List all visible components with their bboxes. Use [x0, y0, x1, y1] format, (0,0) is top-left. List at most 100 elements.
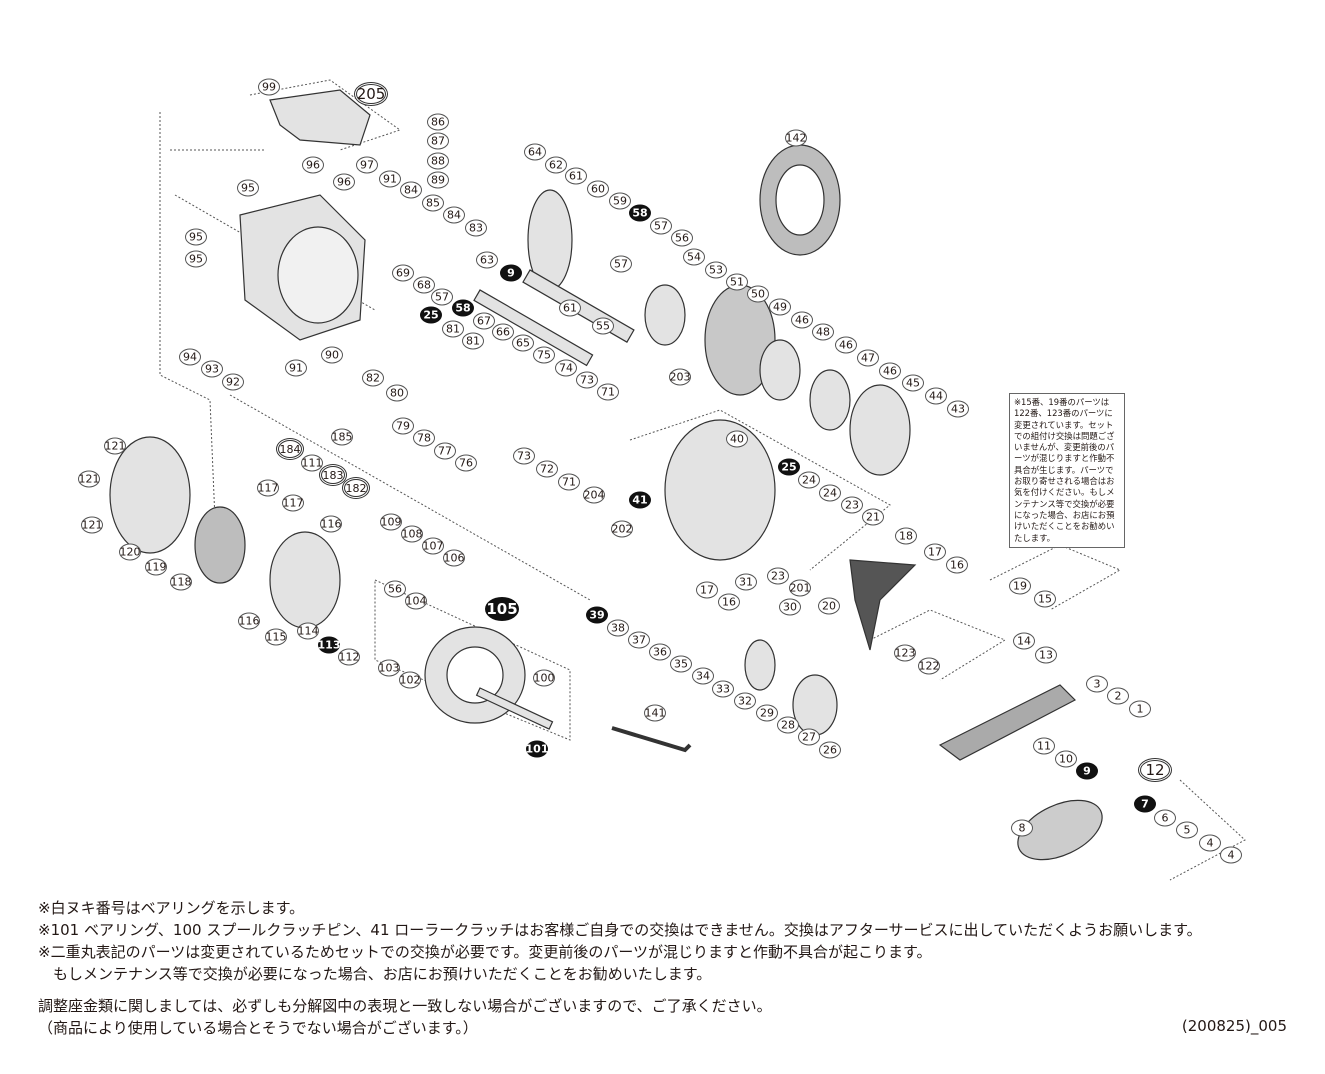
part-label-50: 50 — [747, 285, 769, 303]
part-label-119: 119 — [145, 558, 167, 576]
washer — [809, 369, 851, 431]
brake-unit — [194, 506, 246, 584]
part-label-37: 37 — [628, 631, 650, 649]
part-label-54: 54 — [683, 248, 705, 266]
part-label-13: 13 — [1035, 646, 1057, 664]
part-label-82: 82 — [362, 369, 384, 387]
drag-washer — [849, 384, 911, 476]
part-label-45: 45 — [902, 374, 924, 392]
star-drag-handle — [849, 559, 917, 651]
reference-code: (200825)_005 — [1181, 1017, 1287, 1035]
part-label-79: 79 — [392, 417, 414, 435]
part-label-62: 62 — [545, 156, 567, 174]
part-label-68: 68 — [413, 276, 435, 294]
part-label-204: 204 — [583, 486, 605, 504]
part-label-95: 95 — [185, 250, 207, 268]
washer — [759, 339, 801, 401]
part-label-93: 93 — [201, 360, 223, 378]
part-label-2: 2 — [1107, 687, 1129, 705]
part-label-80: 80 — [386, 384, 408, 402]
parts-change-note: ※15番、19番のパーツは122番、123番のパーツに変更されています。セットで… — [1009, 393, 1125, 548]
part-label-41: 41 — [629, 491, 651, 509]
part-label-67: 67 — [473, 312, 495, 330]
part-label-43: 43 — [947, 400, 969, 418]
part-label-107: 107 — [422, 537, 444, 555]
part-label-16: 16 — [718, 593, 740, 611]
part-label-7: 7 — [1134, 795, 1156, 813]
part-label-16: 16 — [946, 556, 968, 574]
part-label-24: 24 — [798, 471, 820, 489]
part-label-142: 142 — [785, 129, 807, 147]
part-label-17: 17 — [696, 581, 718, 599]
part-label-47: 47 — [857, 349, 879, 367]
part-label-38: 38 — [607, 619, 629, 637]
part-label-97: 97 — [356, 156, 378, 174]
part-label-29: 29 — [756, 704, 778, 722]
note-line: もしメンテナンス等で交換が必要になった場合、お店にお預けいただくことをお勧めいた… — [38, 965, 712, 983]
part-label-12: 12 — [1138, 758, 1172, 782]
part-label-10: 10 — [1055, 750, 1077, 768]
part-label-26: 26 — [819, 741, 841, 759]
part-label-100: 100 — [533, 669, 555, 687]
part-label-4: 4 — [1199, 834, 1221, 852]
part-label-77: 77 — [434, 442, 456, 460]
part-label-106: 106 — [443, 549, 465, 567]
part-label-36: 36 — [649, 643, 671, 661]
part-label-9: 9 — [500, 264, 522, 282]
part-label-58: 58 — [629, 204, 651, 222]
part-label-201: 201 — [789, 579, 811, 597]
part-label-3: 3 — [1086, 675, 1108, 693]
part-label-104: 104 — [405, 592, 427, 610]
part-label-35: 35 — [670, 655, 692, 673]
handle-knob — [1017, 799, 1103, 861]
part-label-141: 141 — [644, 704, 666, 722]
part-label-25: 25 — [778, 458, 800, 476]
part-label-25: 25 — [420, 306, 442, 324]
part-label-5: 5 — [1176, 821, 1198, 839]
part-label-121: 121 — [78, 470, 100, 488]
part-label-121: 121 — [81, 516, 103, 534]
part-label-74: 74 — [555, 359, 577, 377]
part-label-69: 69 — [392, 264, 414, 282]
part-label-63: 63 — [476, 251, 498, 269]
shim-note-line: 調整座金類に関しましては、必ずしも分解図中の表現と一致しない場合がございますので… — [38, 997, 772, 1015]
part-label-185: 185 — [331, 428, 353, 446]
part-label-40: 40 — [726, 430, 748, 448]
part-label-90: 90 — [321, 346, 343, 364]
part-label-81: 81 — [442, 320, 464, 338]
part-label-94: 94 — [179, 348, 201, 366]
part-label-56: 56 — [671, 229, 693, 247]
part-label-59: 59 — [609, 192, 631, 210]
part-label-92: 92 — [222, 373, 244, 391]
part-label-39: 39 — [586, 606, 608, 624]
part-label-122: 122 — [918, 657, 940, 675]
part-label-205: 205 — [354, 82, 388, 106]
part-label-102: 102 — [399, 671, 421, 689]
part-label-64: 64 — [524, 143, 546, 161]
part-label-81: 81 — [462, 332, 484, 350]
part-label-111: 111 — [301, 454, 323, 472]
part-label-18: 18 — [895, 527, 917, 545]
part-label-76: 76 — [455, 454, 477, 472]
part-label-73: 73 — [576, 371, 598, 389]
part-label-203: 203 — [669, 368, 691, 386]
part-label-73: 73 — [513, 447, 535, 465]
part-label-99: 99 — [258, 78, 280, 96]
part-label-55: 55 — [592, 317, 614, 335]
part-label-86: 86 — [427, 113, 449, 131]
part-label-32: 32 — [734, 692, 756, 710]
part-label-112: 112 — [338, 648, 360, 666]
spool-shaft — [475, 687, 554, 730]
part-label-34: 34 — [692, 667, 714, 685]
part-label-21: 21 — [862, 508, 884, 526]
part-label-105: 105 — [485, 597, 519, 621]
part-label-66: 66 — [492, 323, 514, 341]
part-label-53: 53 — [705, 261, 727, 279]
part-label-4: 4 — [1220, 846, 1242, 864]
part-label-27: 27 — [798, 728, 820, 746]
part-label-48: 48 — [812, 323, 834, 341]
part-label-85: 85 — [422, 194, 444, 212]
part-label-78: 78 — [413, 429, 435, 447]
part-label-96: 96 — [302, 156, 324, 174]
